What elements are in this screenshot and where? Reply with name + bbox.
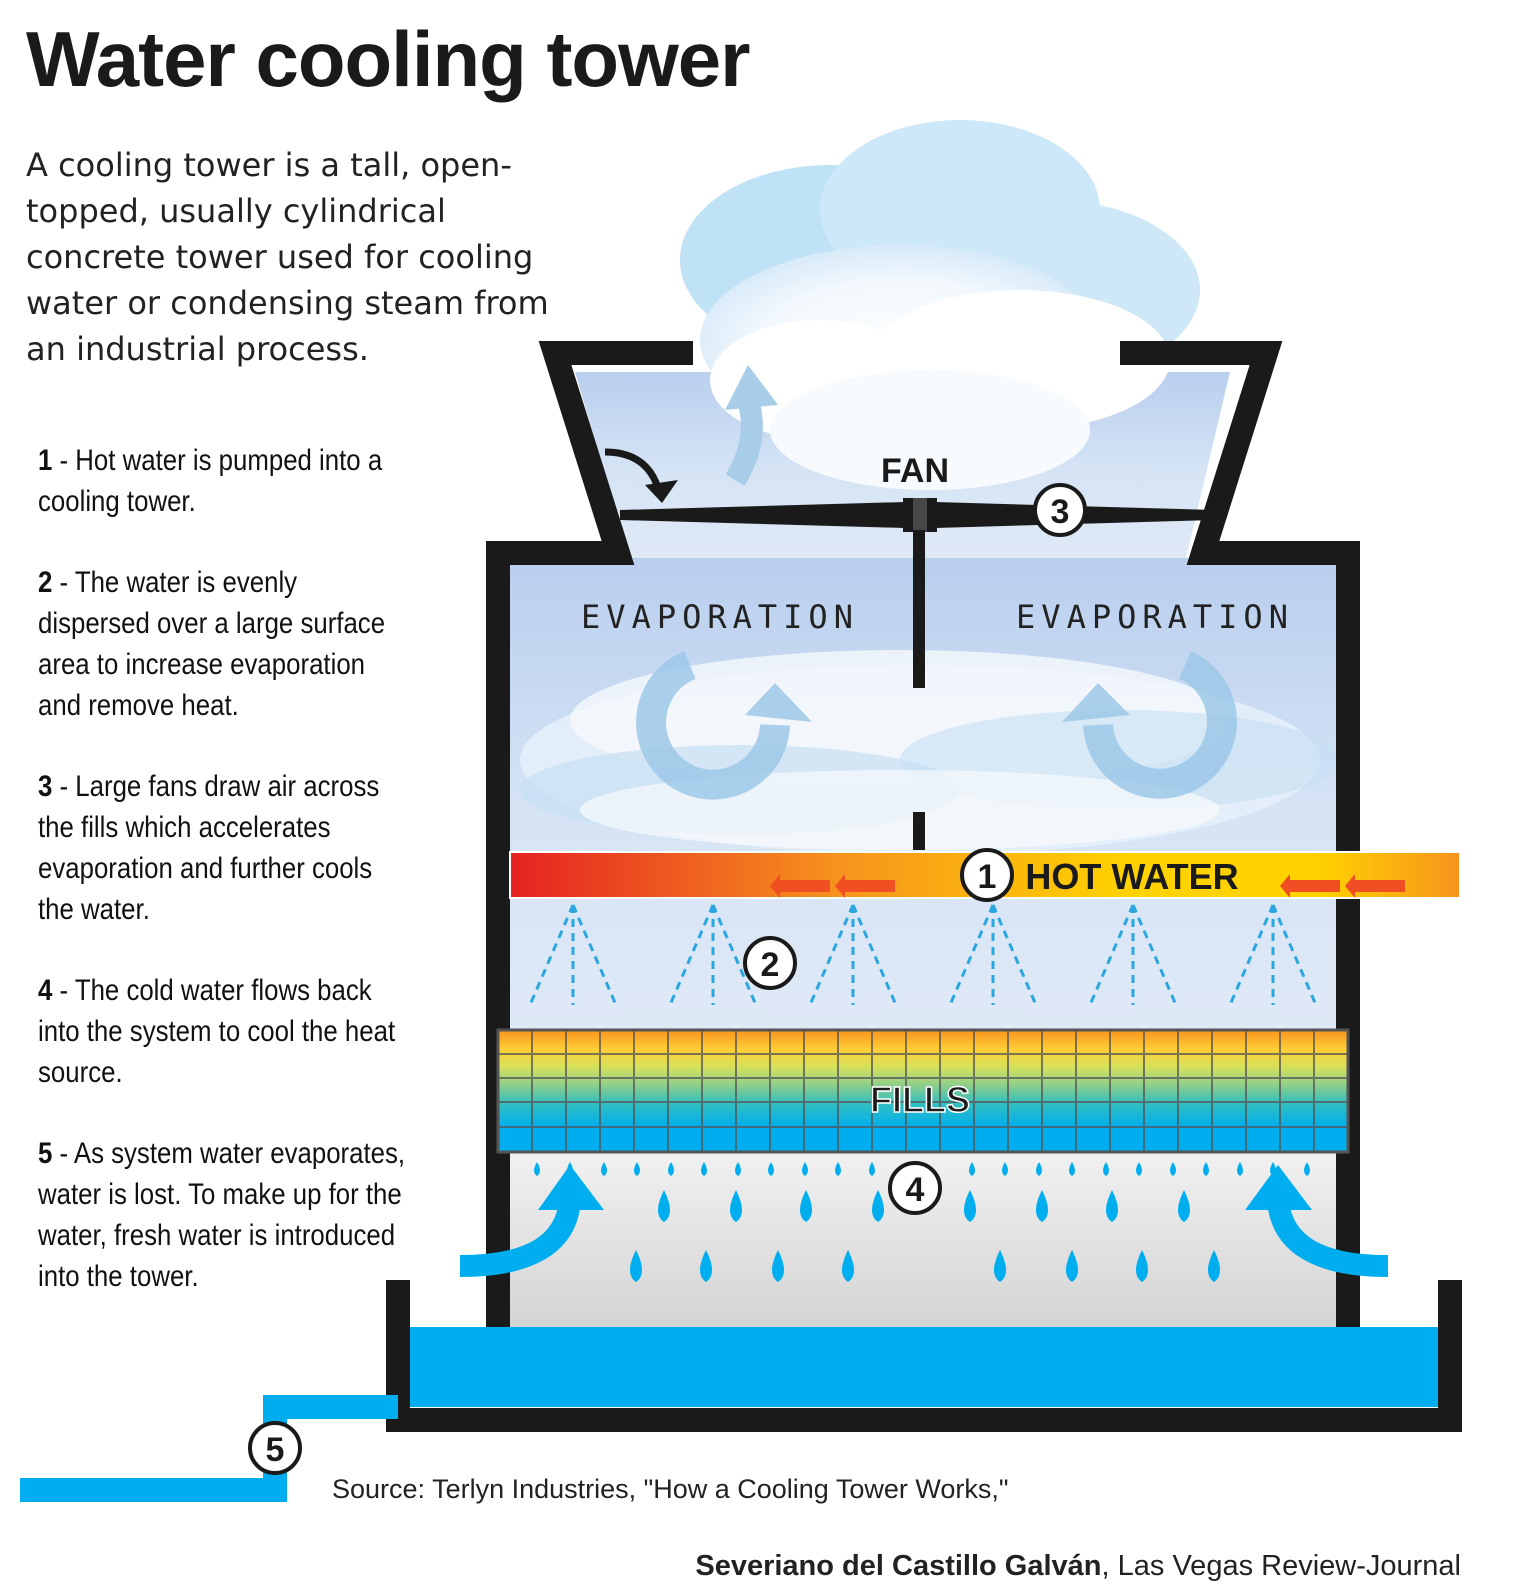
marker-number: 5 — [266, 1431, 285, 1469]
step-text: - The water is evenly dispersed over a l… — [38, 566, 386, 722]
hot-water-flow-arrows — [770, 874, 1405, 898]
evaporation-label-left: EVAPORATION — [581, 598, 859, 636]
credit-line: Severiano del Castillo Galván, Las Vegas… — [695, 1550, 1461, 1583]
marker-1: 1 — [960, 848, 1014, 902]
tower-outline — [486, 341, 1360, 1332]
step-4: 4 - The cold water flows back into the s… — [38, 970, 408, 1093]
water-droplets — [534, 1162, 1310, 1282]
air-flow-arrows — [604, 365, 778, 503]
marker-3: 3 — [1033, 483, 1087, 537]
evaporation-label-right: EVAPORATION — [1016, 598, 1294, 636]
spray-nozzles — [528, 904, 1318, 1006]
step-number: 3 — [38, 770, 53, 803]
marker-4: 4 — [888, 1161, 942, 1215]
steps-list: 1 - Hot water is pumped into a cooling t… — [38, 440, 408, 1337]
step-text: - Hot water is pumped into a cooling tow… — [38, 444, 383, 518]
water-basin — [410, 1327, 1440, 1407]
fills-label: FILLS — [870, 1079, 970, 1120]
marker-number: 3 — [1051, 493, 1070, 531]
intake-arrows — [459, 1198, 1389, 1277]
step-3: 3 - Large fans draw air across the fills… — [38, 766, 408, 930]
credit-org: , Las Vegas Review-Journal — [1101, 1550, 1461, 1582]
hot-water-label: HOT WATER — [1025, 856, 1238, 897]
marker-5: 5 — [248, 1421, 302, 1475]
step-number: 2 — [38, 566, 53, 599]
fills-block — [496, 1028, 1350, 1154]
fan-label: FAN — [881, 452, 949, 490]
fan-shaft — [913, 530, 925, 688]
step-2: 2 - The water is evenly dispersed over a… — [38, 562, 408, 726]
step-number: 1 — [38, 444, 53, 477]
marker-2: 2 — [743, 936, 797, 990]
step-text: - Large fans draw air across the fills w… — [38, 770, 380, 926]
basin-wall — [386, 1280, 1462, 1432]
source-note: Source: Terlyn Industries, "How a Coolin… — [332, 1474, 1009, 1504]
step-1: 1 - Hot water is pumped into a cooling t… — [38, 440, 408, 522]
step-text: - As system water evaporates, water is l… — [38, 1137, 406, 1293]
circular-arrow-head-right — [1062, 683, 1130, 722]
fills-grid — [498, 1030, 1348, 1152]
step-number: 4 — [38, 974, 53, 1007]
credit-name: Severiano del Castillo Galván — [695, 1550, 1102, 1582]
step-number: 5 — [38, 1137, 53, 1170]
circular-arrow-head-left — [745, 683, 812, 722]
page-title: Water cooling tower — [26, 15, 750, 103]
step-text: - The cold water flows back into the sys… — [38, 974, 396, 1089]
marker-number: 2 — [761, 946, 780, 984]
circular-arrows — [636, 651, 1237, 800]
intake-arrow-head-left — [538, 1165, 604, 1210]
marker-number: 1 — [978, 858, 997, 896]
intake-arrow-head-right — [1245, 1165, 1312, 1210]
steam-cloud — [680, 120, 1200, 490]
step-5: 5 - As system water evaporates, water is… — [38, 1133, 408, 1297]
marker-number: 4 — [906, 1171, 925, 1209]
intro-paragraph: A cooling tower is a tall, open-topped, … — [26, 146, 549, 368]
